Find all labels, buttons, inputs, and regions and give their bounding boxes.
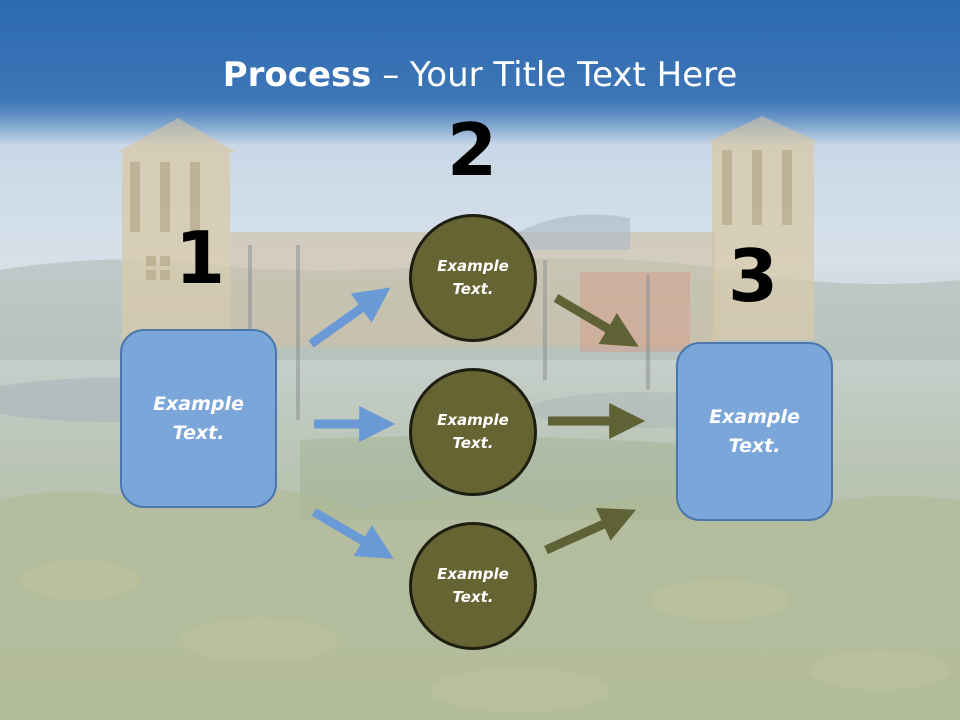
arrow-box1-to-circle-bottom xyxy=(311,508,394,559)
circle-middle: Example Text. xyxy=(409,368,537,496)
circle-top-label: Example Text. xyxy=(437,257,509,298)
circle-top: Example Text. xyxy=(409,214,537,342)
circle-bottom-label: Example Text. xyxy=(437,565,509,606)
step-number-1: 1 xyxy=(174,216,226,300)
step-number-3: 3 xyxy=(727,234,779,318)
step-1-box: Example Text. xyxy=(120,329,277,508)
arrow-box1-to-circle-top xyxy=(308,287,391,348)
arrow-circle-bottom-to-box3 xyxy=(544,507,636,555)
title-bold: Process xyxy=(222,55,372,95)
step-1-label: Example Text. xyxy=(153,392,244,444)
step-3-box: Example Text. xyxy=(676,342,833,521)
step-3-label: Example Text. xyxy=(709,405,800,457)
arrow-circle-top-to-box3 xyxy=(553,294,639,347)
title-rest: – Your Title Text Here xyxy=(371,55,738,95)
circle-middle-label: Example Text. xyxy=(437,411,509,452)
step-number-2: 2 xyxy=(446,108,498,192)
circle-bottom: Example Text. xyxy=(409,522,537,650)
slide-title: Process – Your Title Text Here xyxy=(0,55,960,95)
